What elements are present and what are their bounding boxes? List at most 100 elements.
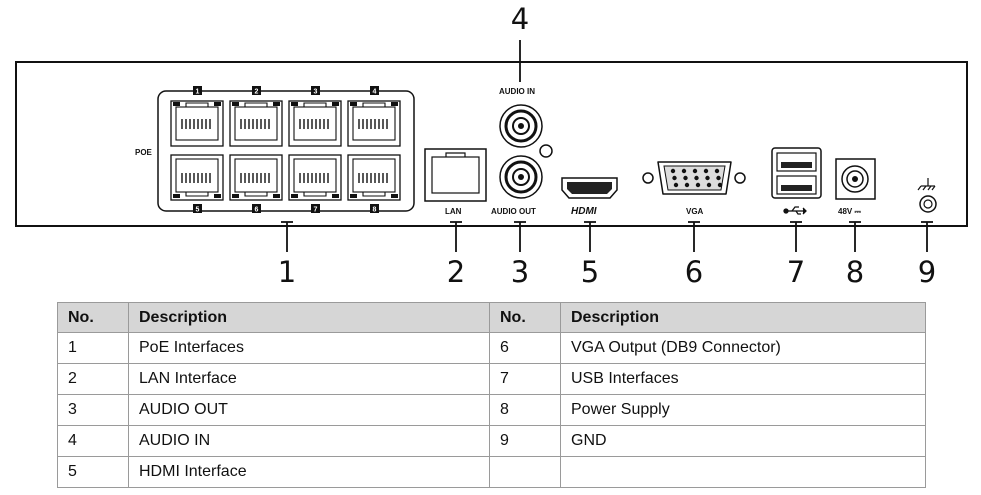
hdmi-label: HDMI [571, 206, 597, 217]
port-number: 1 [196, 89, 200, 96]
gnd-terminal [919, 195, 937, 213]
cell-no: 3 [57, 394, 129, 426]
vga-pin [694, 175, 699, 181]
vga-pin [683, 175, 688, 181]
lan-label: LAN [445, 207, 462, 216]
vga-label: VGA [686, 207, 704, 216]
cell-description: PoE Interfaces [128, 332, 490, 364]
vga-pin [673, 182, 679, 188]
port-number-tag [311, 86, 320, 95]
cell-no: 8 [489, 394, 561, 426]
callout-number: 7 [787, 255, 805, 289]
callout-number: 5 [581, 255, 599, 289]
port-number: 2 [255, 89, 259, 96]
poe-port [347, 100, 401, 147]
interface-legend-table: No. Description No. Description 1 PoE In… [57, 302, 926, 488]
callout-number: 1 [278, 255, 296, 289]
cell-description: VGA Output (DB9 Connector) [560, 332, 926, 364]
poe-port [229, 100, 283, 147]
power-label: 48V ⎓ [838, 207, 861, 216]
port-number: 5 [196, 207, 200, 214]
port-number-tag [193, 204, 202, 213]
cell-no: 4 [57, 425, 129, 457]
cell-no: 2 [57, 363, 129, 395]
vga-pin [703, 168, 709, 174]
lan-port [424, 148, 487, 202]
callout-number: 9 [918, 255, 936, 289]
cell-no: 5 [57, 456, 129, 488]
port-number-tag [370, 86, 379, 95]
port-number-tag [311, 204, 320, 213]
vga-pin [681, 168, 687, 174]
audio-led [539, 144, 553, 158]
table-row: 2 LAN Interface 7 USB Interfaces [57, 363, 926, 395]
vga-pin [684, 182, 690, 188]
poe-port [229, 154, 283, 201]
table-row: 3 AUDIO OUT 8 Power Supply [57, 394, 926, 426]
vga-pin [695, 182, 701, 188]
usb-icon [783, 206, 807, 215]
cell-description: USB Interfaces [560, 363, 926, 395]
header-description: Description [128, 302, 490, 333]
poe-port-group: 1 2 3 4 5 6 7 8 [170, 86, 401, 214]
header-description-2: Description [560, 302, 926, 333]
callout-number: 6 [685, 255, 703, 289]
ground-icon [917, 178, 936, 191]
cell-no [489, 456, 561, 488]
callout-number: 3 [511, 255, 529, 289]
rear-panel-diagram: POE 1 2 3 4 5 6 7 8 LAN AUDIO IN AUDIO OUT HDMI… [15, 2, 968, 289]
vga-port [642, 161, 746, 195]
cell-description: LAN Interface [128, 363, 490, 395]
hdmi-port [561, 177, 618, 199]
vga-pin [692, 168, 698, 174]
poe-port [288, 100, 342, 147]
vga-pin [672, 175, 677, 181]
port-number-tag [193, 86, 202, 95]
cell-no: 1 [57, 332, 129, 364]
callout-number: 8 [846, 255, 864, 289]
table-header-row: No. Description No. Description [57, 302, 926, 333]
cell-description: HDMI Interface [128, 456, 490, 488]
table-row: 4 AUDIO IN 9 GND [57, 425, 926, 457]
vga-pin [714, 168, 720, 174]
power-connector [835, 158, 876, 200]
table-row: 1 PoE Interfaces 6 VGA Output (DB9 Conne… [57, 332, 926, 364]
audio-in-jack [499, 104, 543, 148]
audio-out-label: AUDIO OUT [491, 207, 536, 216]
vga-pin [705, 175, 710, 181]
port-number: 3 [314, 89, 318, 96]
poe-label: POE [135, 148, 153, 157]
cell-description: AUDIO OUT [128, 394, 490, 426]
port-number: 8 [373, 207, 377, 214]
port-number: 6 [255, 207, 259, 214]
cell-description: GND [560, 425, 926, 457]
header-no-2: No. [489, 302, 561, 333]
callout-number: 4 [511, 2, 529, 36]
poe-port [170, 100, 224, 147]
port-number-tag [252, 204, 261, 213]
vga-pin [670, 168, 676, 174]
cell-no: 7 [489, 363, 561, 395]
vga-pin [716, 175, 721, 181]
port-number: 7 [314, 207, 318, 214]
audio-in-label: AUDIO IN [499, 87, 535, 96]
cell-no: 6 [489, 332, 561, 364]
table-row: 5 HDMI Interface [57, 456, 926, 488]
poe-port [347, 154, 401, 201]
port-number: 4 [373, 89, 377, 96]
cell-description: Power Supply [560, 394, 926, 426]
port-number-tag [252, 86, 261, 95]
vga-pins [670, 168, 723, 188]
cell-description [560, 456, 926, 488]
vga-pin [706, 182, 712, 188]
callout-group: 1 2 3 4 5 6 7 8 9 [278, 2, 936, 289]
usb-ports [771, 147, 822, 199]
cell-no: 9 [489, 425, 561, 457]
header-no: No. [57, 302, 129, 333]
poe-port-frame [157, 90, 415, 212]
vga-pin [717, 182, 723, 188]
callout-number: 2 [447, 255, 465, 289]
poe-port [288, 154, 342, 201]
cell-description: AUDIO IN [128, 425, 490, 457]
port-number-tag [370, 204, 379, 213]
